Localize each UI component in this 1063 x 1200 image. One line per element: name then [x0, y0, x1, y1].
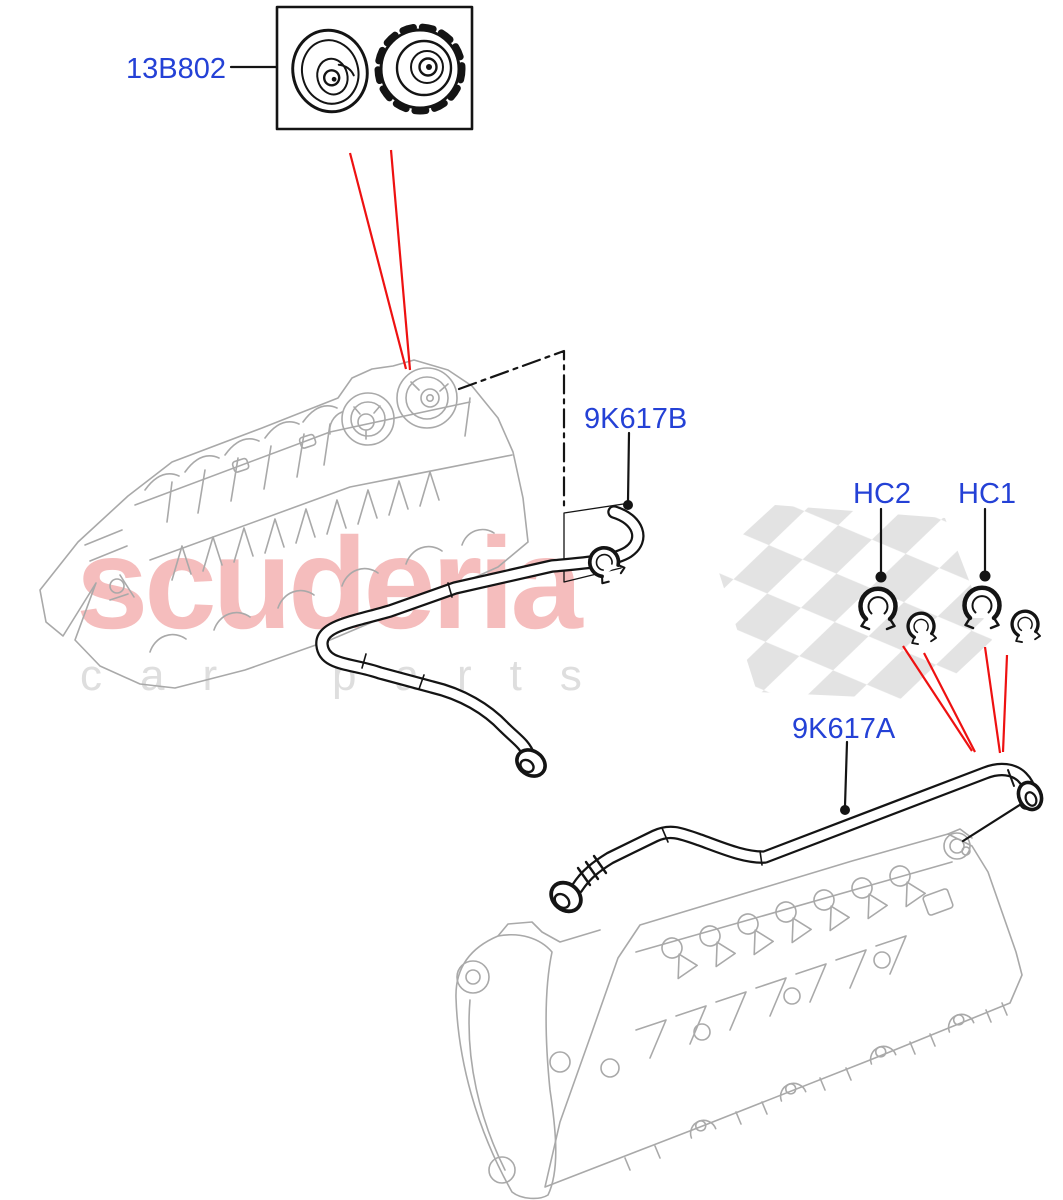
- valve-cover-drawing: [455, 828, 1023, 1200]
- callout-artwork: [229, 5, 1044, 914]
- part-label-HC2[interactable]: HC2: [853, 478, 911, 510]
- checkered-flag-watermark: [715, 505, 992, 700]
- part-label-HC1[interactable]: HC1: [958, 478, 1016, 510]
- oil-filler-cap-underside-icon: [291, 28, 369, 114]
- leader-hoseA-attach: [961, 799, 1028, 843]
- oil-filler-cap-top-icon: [374, 23, 466, 115]
- leader-9K617B: [626, 431, 631, 503]
- part-label-9K617B[interactable]: 9K617B: [584, 403, 687, 435]
- watermark-tagline-word1: car: [80, 651, 255, 700]
- watermark: scuderia car parts: [76, 505, 992, 700]
- intake-manifold-drawing: [39, 359, 529, 689]
- red-callout-lines: [348, 149, 1009, 754]
- hose-9K617B-drawing: [315, 505, 645, 778]
- hose-9K617A-drawing: [549, 762, 1044, 914]
- part-label-13B802[interactable]: 13B802: [126, 53, 226, 85]
- part-label-9K617A[interactable]: 9K617A: [792, 713, 896, 745]
- leader-9K617A: [843, 740, 849, 808]
- leader-lines: [229, 65, 1028, 843]
- part-labels: 13B802 9K617B HC2 HC1 9K617A: [126, 53, 1016, 745]
- dash-dot-reference-line: [457, 349, 566, 513]
- leader-dots: [623, 500, 991, 815]
